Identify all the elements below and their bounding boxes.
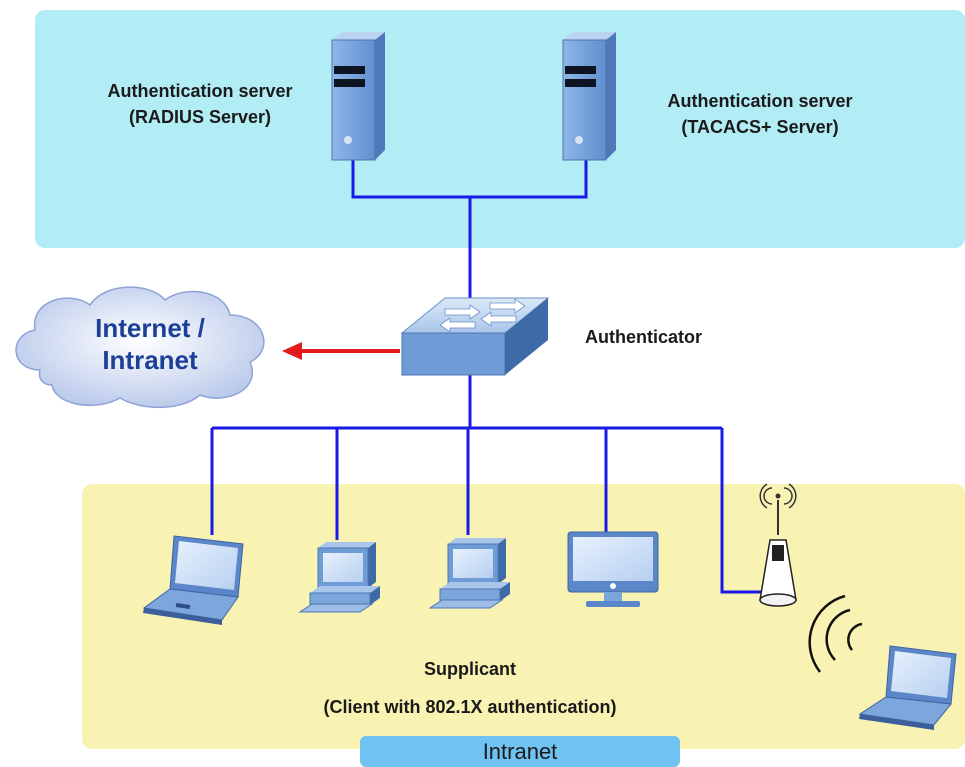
cloud-label: Internet / Intranet — [40, 312, 260, 376]
tacacs-server-subtitle: (TACACS+ Server) — [681, 117, 839, 137]
drop-access-point — [720, 428, 762, 594]
switch-icon — [400, 297, 550, 376]
access-point-icon — [759, 483, 797, 607]
cloud-label-line2: Intranet — [102, 345, 198, 375]
intranet-tab-label: Intranet — [482, 739, 558, 764]
cloud-icon — [15, 286, 265, 409]
tacacs-server-title: Authentication server — [667, 91, 853, 111]
link-tacacs — [470, 160, 588, 199]
server-icon — [331, 32, 385, 161]
server-icon — [562, 32, 616, 161]
network-links — [210, 160, 762, 594]
supplicant-title: Supplicant — [423, 659, 516, 679]
radius-server-subtitle: (RADIUS Server) — [128, 107, 272, 127]
server-zone — [35, 10, 965, 248]
imac-icon — [567, 531, 659, 607]
desktop-icon — [428, 538, 510, 609]
desktop-icon — [298, 542, 380, 613]
cloud-label-line1: Internet / — [95, 313, 205, 343]
client-zone — [82, 484, 965, 749]
laptop-icon — [858, 645, 957, 730]
wireless-signal-icon — [808, 594, 863, 673]
intranet-tab — [360, 736, 680, 767]
tacacs-server-label: Authentication server (TACACS+ Server) — [620, 88, 900, 140]
radius-server-title: Authentication server — [107, 81, 293, 101]
laptop-icon — [142, 535, 244, 625]
authenticator-label: Authenticator — [585, 327, 702, 347]
supplicant-label: Supplicant (Client with 802.1X authentic… — [300, 650, 640, 726]
radius-server-label: Authentication server (RADIUS Server) — [60, 78, 340, 130]
supplicant-subtitle: (Client with 802.1X authentication) — [323, 697, 617, 717]
uplink-arrow — [282, 342, 400, 360]
link-radius — [351, 160, 470, 199]
